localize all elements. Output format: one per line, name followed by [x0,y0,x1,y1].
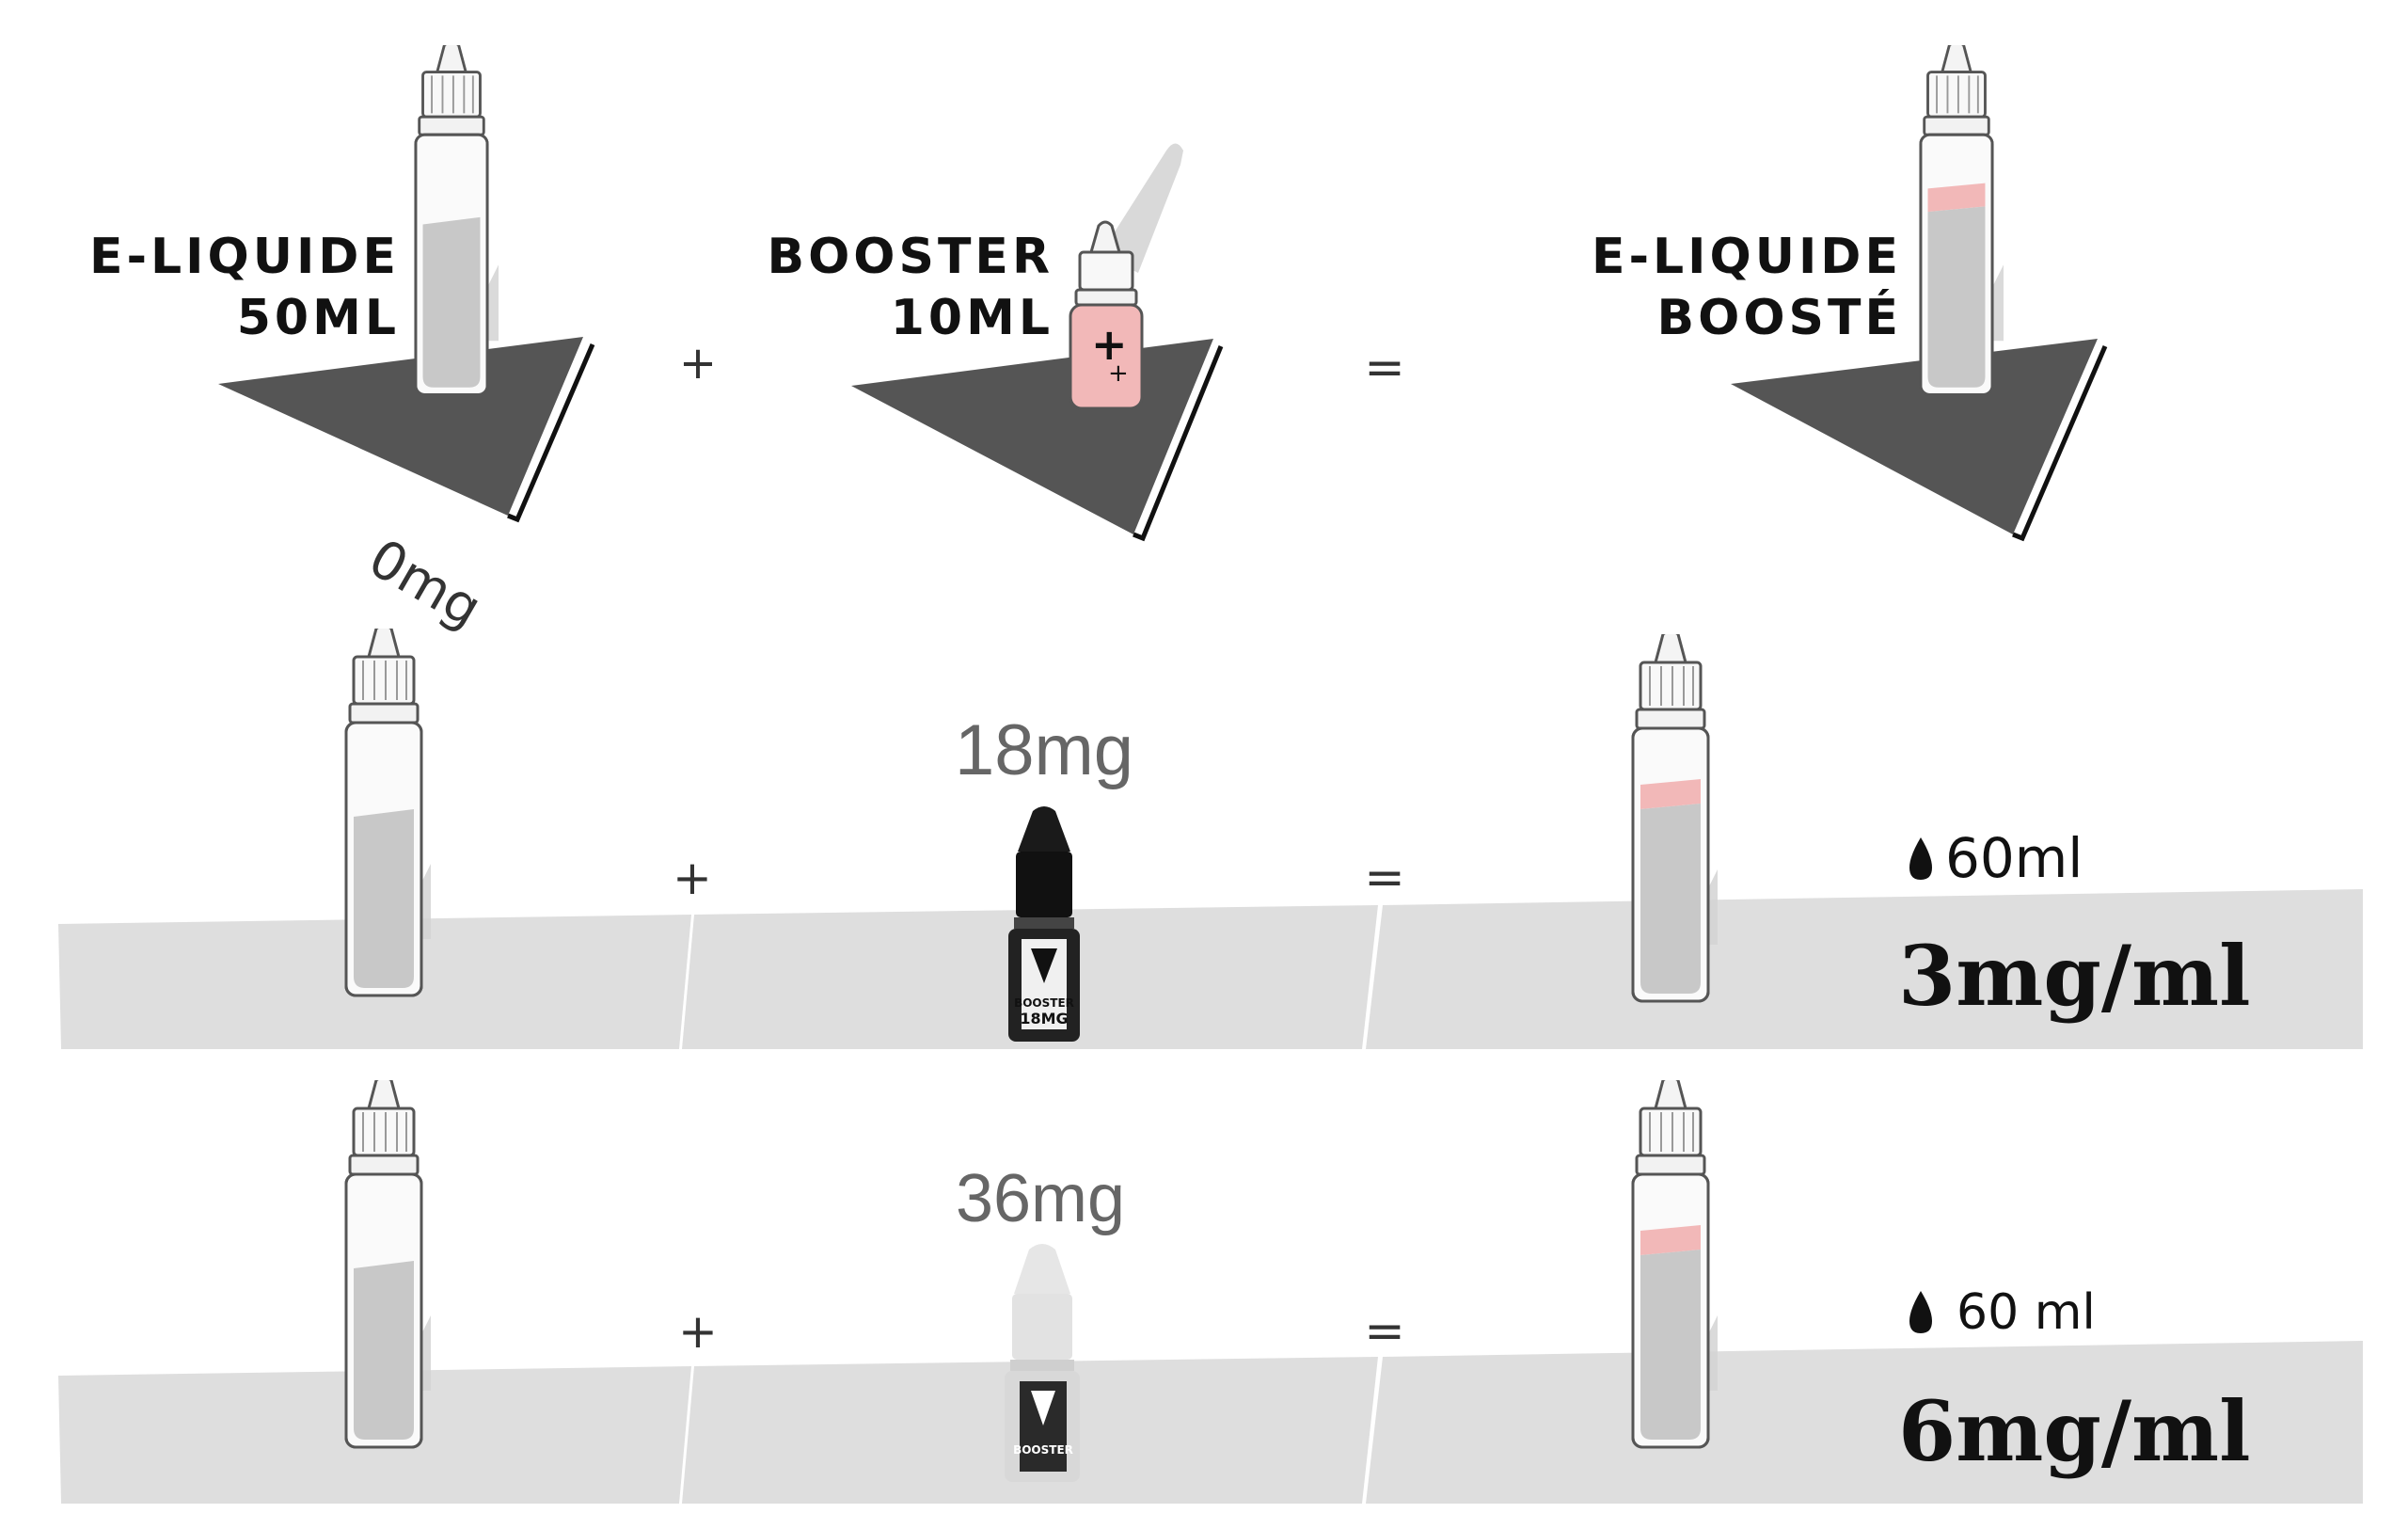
base-strength-label: 0mg [358,528,491,640]
result-label-line2: BOOSTÉ [1657,289,1903,346]
floor-row3-c [1366,1341,2363,1504]
plus-sign-row2: + [673,851,712,905]
booster-strength-row2: 18mg [955,710,1133,790]
booster-bottle-icon: + + [1069,143,1183,410]
result-label-line1: E-LIQUIDE [1592,229,1902,285]
booster-label-line2: 10ML [891,290,1054,346]
equals-sign-row1: = [1364,340,1405,396]
platform-1 [218,337,583,516]
booster-label-line1: BOOSTER [767,229,1054,285]
booster-bottle-text-1: BOOSTER [1014,996,1074,1010]
concentration-row3: 6mg/ml [1898,1382,2251,1480]
floor-row2-c [1366,889,2363,1049]
platform-2 [851,339,1213,534]
platform-3 [1731,339,2098,534]
eliquide-label-line2: 50ML [237,290,400,346]
white-booster-bottle-icon: BOOSTER [1005,1244,1080,1482]
booster-bottle-text-2: 18MG [1020,1010,1068,1027]
volume-row3: 60 ml [1956,1284,2096,1341]
eliquide-label-line1: E-LIQUIDE [89,229,400,285]
volume-row2: 60ml [1945,826,2083,890]
equals-sign-row2: = [1364,850,1405,906]
plus-sign-row3: + [678,1304,718,1359]
drop-icon [1909,837,1932,880]
drop-icon-row3 [1909,1291,1932,1333]
concentration-row2: 3mg/ml [1898,927,2251,1025]
platform-2-edge [1133,345,1224,542]
boosted-bottle-icon [1919,45,2004,396]
svg-text:+: + [1108,359,1129,388]
booster-strength-row3: 36mg [956,1161,1125,1236]
plus-sign-row1: + [679,337,717,390]
plus-icon: + [1091,319,1128,370]
booster-bottle-row3-text: BOOSTER [1013,1443,1073,1457]
eliquide-bottle-icon [414,45,499,396]
equals-sign-row3: = [1364,1303,1405,1360]
black-booster-bottle-icon: BOOSTER 18MG [1008,806,1080,1042]
platform-1-edge [507,343,595,523]
platform-3-edge [2012,345,2108,542]
